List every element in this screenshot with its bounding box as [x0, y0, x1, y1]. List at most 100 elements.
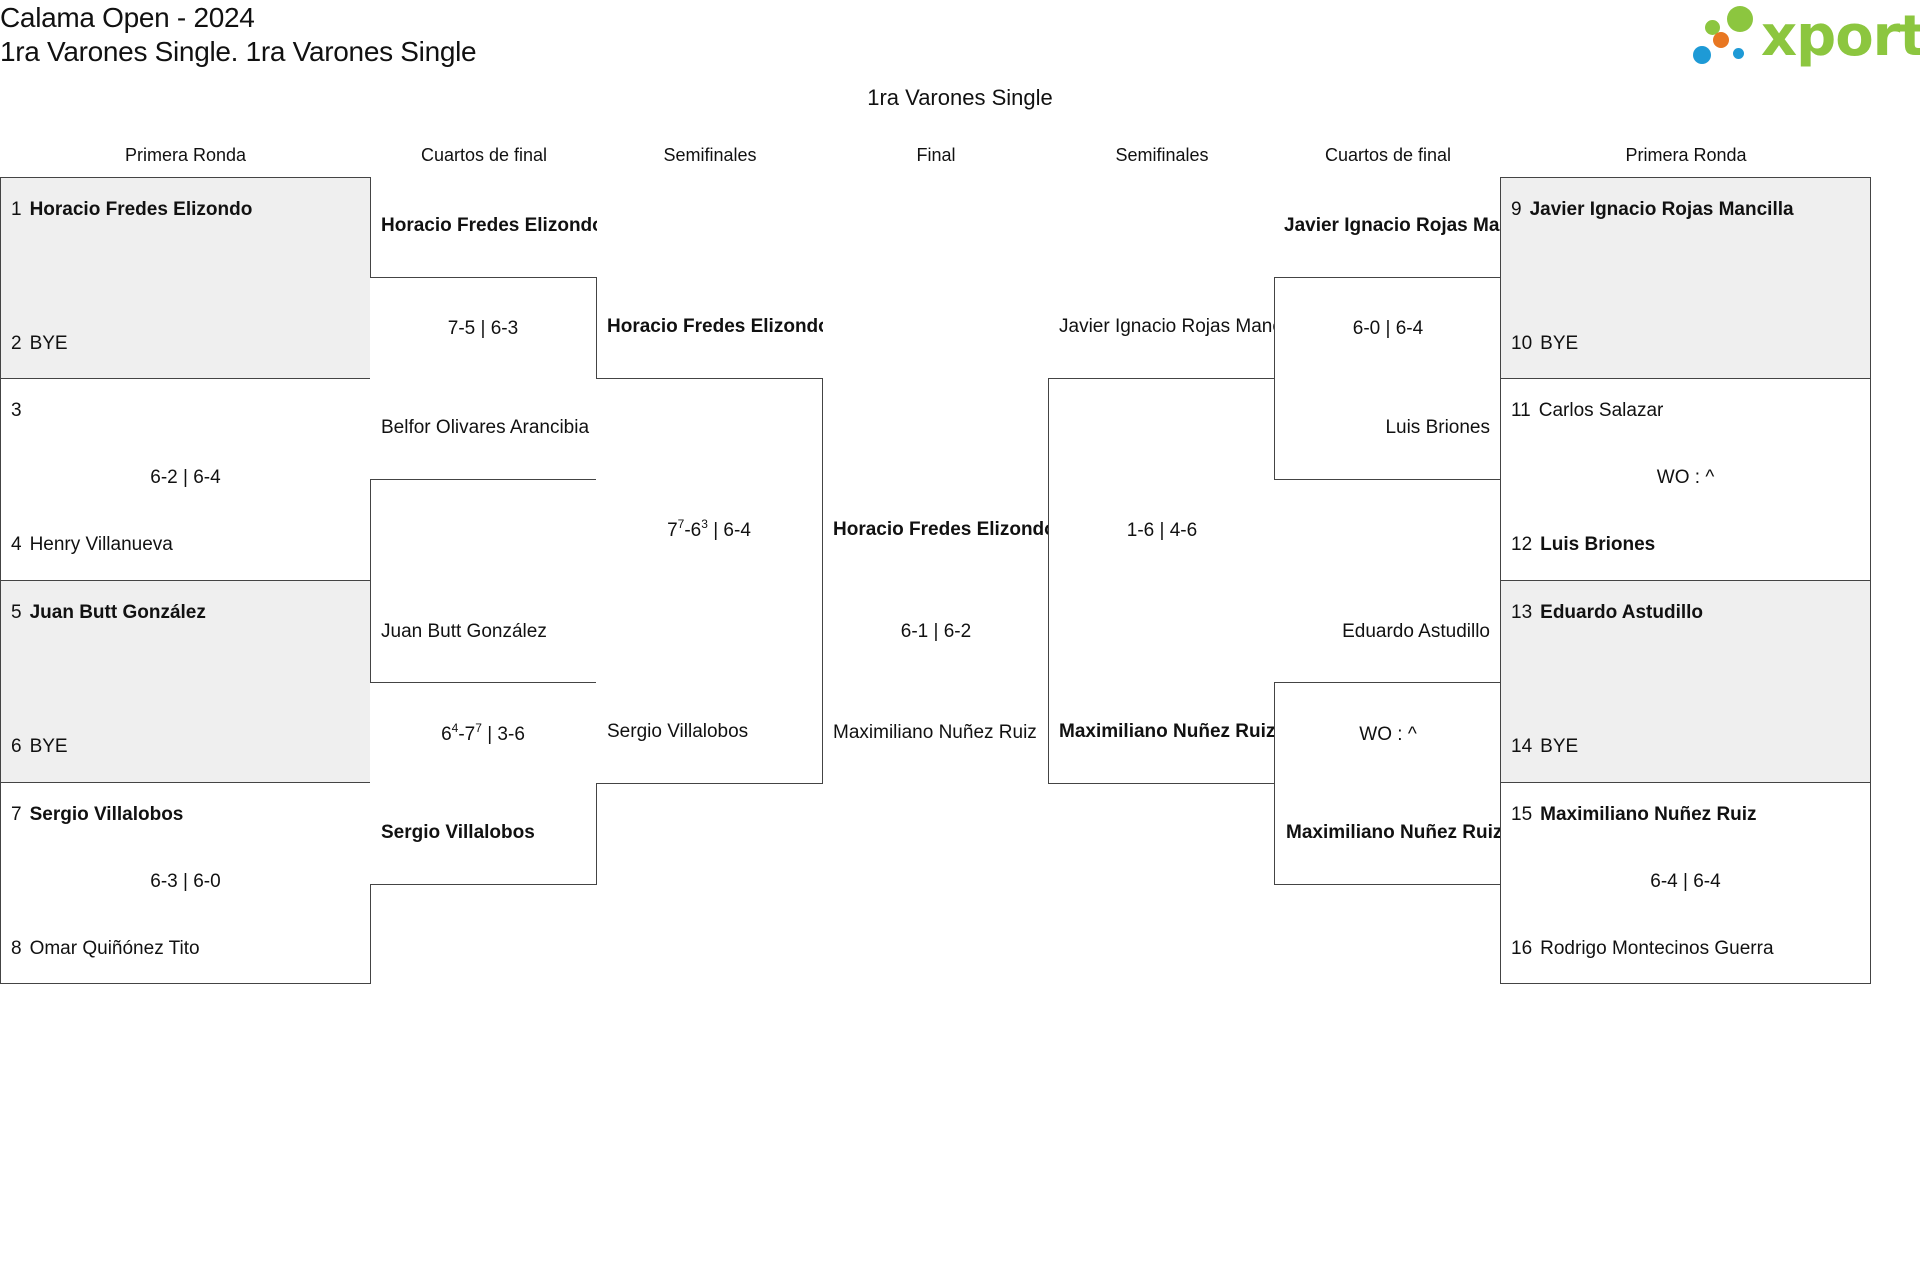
left-sf-player-2[interactable]: Sergio Villalobos	[607, 721, 749, 742]
logo-wordmark: xporty	[1761, 4, 1920, 69]
score-part: 6	[690, 520, 702, 541]
left-sf-score: 77-63 | 6-4	[667, 517, 751, 541]
tiebreak-score: 7	[475, 721, 482, 735]
header-left-sf: Semifinales	[663, 145, 757, 165]
seed-number: 14	[1511, 736, 1533, 757]
left-qf-player-4[interactable]: Sergio Villalobos	[381, 822, 535, 843]
seed-number: 2	[11, 333, 22, 354]
match-score: 6-4 | 6-4	[1650, 871, 1721, 892]
seed-number: 4	[11, 534, 22, 555]
seed-number: 15	[1511, 804, 1533, 825]
right-sf-player-2[interactable]: Maximiliano Nuñez Ruiz	[1059, 721, 1275, 742]
category-title: 1ra Varones Single. 1ra Varones Single	[0, 36, 477, 67]
tiebreak-score: 7	[677, 517, 685, 531]
player-slot[interactable]: 15 Maximiliano Nuñez Ruiz	[1511, 803, 1757, 827]
player-name: Juan Butt González	[29, 602, 206, 623]
score-part: 7	[464, 724, 476, 745]
right-qf-player-1[interactable]: Javier Ignacio Rojas Mancilla	[1284, 215, 1500, 236]
player-name: Eduardo Astudillo	[1540, 602, 1704, 623]
player-slot[interactable]: 5 Juan Butt González	[11, 601, 206, 625]
seed-number: 7	[11, 804, 22, 825]
match-right-r1-1[interactable]: 9 Javier Ignacio Rojas Mancilla 10 BYE	[1500, 177, 1871, 379]
player-slot[interactable]: 6 BYE	[11, 735, 68, 759]
left-qf-player-3[interactable]: Juan Butt González	[381, 621, 547, 642]
left-sf-player-1[interactable]: Horacio Fredes Elizondo	[607, 316, 823, 337]
player-name: BYE	[1540, 333, 1579, 354]
player-name: Javier Ignacio Rojas Mancilla	[1529, 199, 1794, 220]
header-left-r1: Primera Ronda	[124, 145, 247, 165]
header-left-qf: Cuartos de final	[420, 145, 548, 165]
right-qf-score-1: 6-0 | 6-4	[1352, 318, 1424, 339]
left-qf-connector-2: 64-77 | 3-6	[370, 682, 597, 885]
score-part: | 3-6	[481, 724, 525, 745]
left-qf-score-1: 7-5 | 6-3	[447, 318, 519, 339]
right-sf-connector: 1-6 | 4-6	[1048, 378, 1275, 784]
right-qf-player-4[interactable]: Maximiliano Nuñez Ruiz	[1286, 822, 1500, 843]
final-player-1[interactable]: Horacio Fredes Elizondo	[833, 519, 1049, 540]
logo-dot-blue-small	[1733, 48, 1744, 59]
tournament-title: Calama Open - 2024	[0, 2, 255, 33]
player-name: Omar Quiñónez Tito	[29, 938, 200, 959]
player-name: Horacio Fredes Elizondo	[29, 199, 253, 220]
header-right-sf: Semifinales	[1115, 145, 1209, 165]
right-qf-connector-1: 6-0 | 6-4	[1274, 277, 1501, 480]
header-right-qf: Cuartos de final	[1324, 145, 1452, 165]
player-slot[interactable]: 3	[11, 399, 30, 423]
player-name: Sergio Villalobos	[29, 804, 184, 825]
player-name: Carlos Salazar	[1538, 400, 1664, 421]
right-sf-player-1[interactable]: Javier Ignacio Rojas Mancilla	[1059, 316, 1275, 337]
seed-number: 11	[1511, 400, 1531, 421]
seed-number: 6	[11, 736, 22, 757]
seed-number: 5	[11, 602, 22, 623]
player-slot[interactable]: 8 Omar Quiñónez Tito	[11, 937, 200, 961]
logo-dot-orange	[1713, 32, 1729, 48]
tiebreak-score: 4	[451, 721, 459, 735]
score-part: 7	[667, 520, 678, 541]
player-slot[interactable]: 9 Javier Ignacio Rojas Mancilla	[1511, 198, 1794, 222]
match-left-r1-3[interactable]: 5 Juan Butt González 6 BYE	[0, 580, 371, 783]
seed-number: 8	[11, 938, 22, 959]
left-qf-player-2[interactable]: Belfor Olivares Arancibia	[381, 417, 590, 438]
right-qf-connector-2: WO : ^	[1274, 682, 1501, 885]
left-qf-player-1[interactable]: Horacio Fredes Elizondo	[381, 215, 597, 236]
seed-number: 9	[1511, 199, 1522, 220]
seed-number: 16	[1511, 938, 1533, 959]
seed-number: 12	[1511, 534, 1533, 555]
player-slot[interactable]: 11 Carlos Salazar	[1511, 399, 1663, 423]
xporty-logo[interactable]: xporty	[1693, 2, 1920, 72]
match-left-r1-4[interactable]: 7 Sergio Villalobos 6-3 | 6-0 8 Omar Quiñó…	[0, 782, 371, 984]
seed-number: 10	[1511, 333, 1533, 354]
header-right-r1: Primera Ronda	[1625, 145, 1747, 165]
left-qf-connector-1: 7-5 | 6-3	[370, 277, 597, 480]
player-slot[interactable]: 7 Sergio Villalobos	[11, 803, 183, 827]
header-final: Final	[916, 145, 956, 165]
logo-dot-blue	[1693, 46, 1711, 64]
left-qf-score-2: 64-77 | 3-6	[441, 721, 525, 745]
right-sf-score: 1-6 | 4-6	[1126, 520, 1198, 541]
final-player-2[interactable]: Maximiliano Nuñez Ruiz	[833, 722, 1037, 743]
score-part: 6	[441, 724, 452, 745]
player-name: Henry Villanueva	[29, 534, 173, 555]
right-qf-player-3[interactable]: Eduardo Astudillo	[1342, 621, 1490, 642]
right-qf-score-2: WO : ^	[1359, 724, 1417, 745]
match-score: 6-3 | 6-0	[150, 871, 221, 892]
player-name: BYE	[29, 736, 68, 757]
logo-dot-green-small	[1705, 20, 1720, 35]
player-slot[interactable]: 10 BYE	[1511, 332, 1578, 356]
player-name: Maximiliano Nuñez Ruiz	[1540, 804, 1757, 825]
right-qf-player-2[interactable]: Luis Briones	[1385, 417, 1490, 438]
bracket-title: 1ra Varones Single	[867, 85, 1053, 110]
player-slot[interactable]: 4 Henry Villanueva	[11, 533, 173, 557]
left-sf-connector: 77-63 | 6-4	[596, 378, 823, 784]
